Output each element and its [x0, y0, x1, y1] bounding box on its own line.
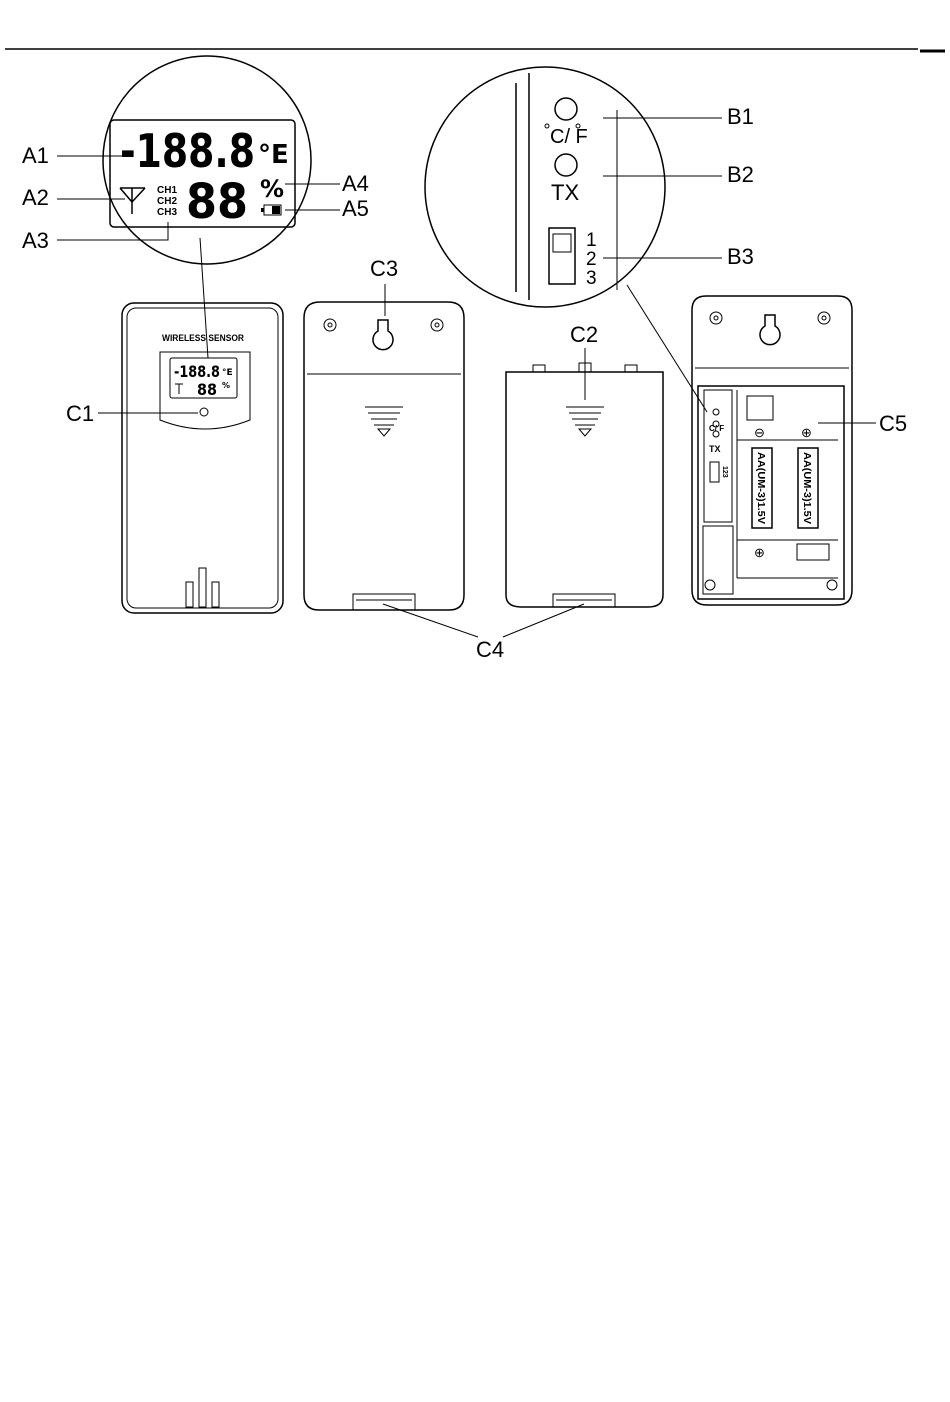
mini-lcd-humidity-unit: % [222, 381, 230, 390]
compartment-tx-label: TX [709, 444, 721, 454]
battery-right-label: AA(UM-3)1.5V [801, 452, 812, 524]
lcd-magnifier: -188.8 °E CH1 CH2 CH3 88 % [103, 56, 311, 358]
channel-number-2: 2 [586, 249, 597, 270]
callout-a4: A4 [342, 171, 369, 196]
lcd-channel-3: CH3 [157, 207, 177, 218]
compartment-switch-label: 123 [721, 466, 728, 478]
callout-c3: C3 [370, 256, 398, 281]
lcd-channel-2: CH2 [157, 196, 177, 207]
callout-c4: C4 [476, 637, 504, 662]
lcd-temp-unit: °E [258, 140, 289, 170]
callout-a3: A3 [22, 228, 49, 253]
callout-a1: A1 [22, 143, 49, 168]
led-indicator [200, 408, 208, 416]
grip-icon [365, 407, 403, 436]
callout-c1: C1 [66, 401, 94, 426]
lcd-channel-1: CH1 [157, 185, 177, 196]
sensor-brand-label: WIRELESS SENSOR [162, 333, 244, 343]
plus-terminal-icon: ⊕ [801, 425, 812, 440]
callout-a5: A5 [342, 196, 369, 221]
sensor-feet [186, 568, 219, 607]
tx-button[interactable] [555, 154, 577, 176]
battery-cell-left: AA(UM-3)1.5V [752, 448, 772, 528]
compartment-channel-switch [710, 462, 719, 482]
antenna-icon [120, 188, 145, 214]
open-battery-compartment: C/ F TX 123 ⊖ ⊕ ⊕ AA(UM-3)1.5V AA(UM-3)1… [692, 296, 852, 605]
callout-c2: C2 [570, 322, 598, 347]
lcd-temperature: -188.8 [120, 124, 255, 178]
callout-b3: B3 [727, 244, 754, 269]
compartment-unit-label: C/ F [709, 424, 724, 433]
unit-toggle-label: C/ F [550, 126, 588, 148]
channel-number-3: 3 [586, 268, 597, 289]
unit-button[interactable] [555, 98, 577, 120]
battery-cell-right: AA(UM-3)1.5V [798, 448, 818, 528]
battery-left-label: AA(UM-3)1.5V [755, 452, 766, 524]
mini-lcd-humidity: 88 [197, 380, 217, 399]
callout-c5: C5 [879, 411, 907, 436]
compartment-keyhole-icon [760, 315, 780, 345]
sensor-back-view [304, 302, 464, 610]
lcd-humidity: 88 [186, 174, 248, 230]
callout-b2: B2 [727, 162, 754, 187]
cover-grip-icon [566, 407, 604, 436]
mini-lcd-temperature: -188.8 [174, 362, 220, 381]
channel-number-1: 1 [586, 230, 597, 251]
channel-switch[interactable] [549, 228, 575, 284]
tx-label: TX [551, 180, 579, 205]
mini-antenna-icon [175, 384, 183, 394]
battery-low-icon [261, 205, 281, 215]
callout-a2: A2 [22, 185, 49, 210]
sensor-front-view: WIRELESS SENSOR -188.8 °E 88 % [122, 303, 283, 613]
minus-terminal-icon: ⊖ [754, 425, 765, 440]
plus-terminal-bottom-icon: ⊕ [754, 545, 765, 560]
keyhole-icon [373, 320, 393, 350]
mini-lcd-unit: °E [222, 368, 233, 378]
callout-b1: B1 [727, 104, 754, 129]
button-magnifier: C/ F TX 1 2 3 [425, 67, 707, 412]
lcd-humidity-unit: % [260, 175, 284, 203]
